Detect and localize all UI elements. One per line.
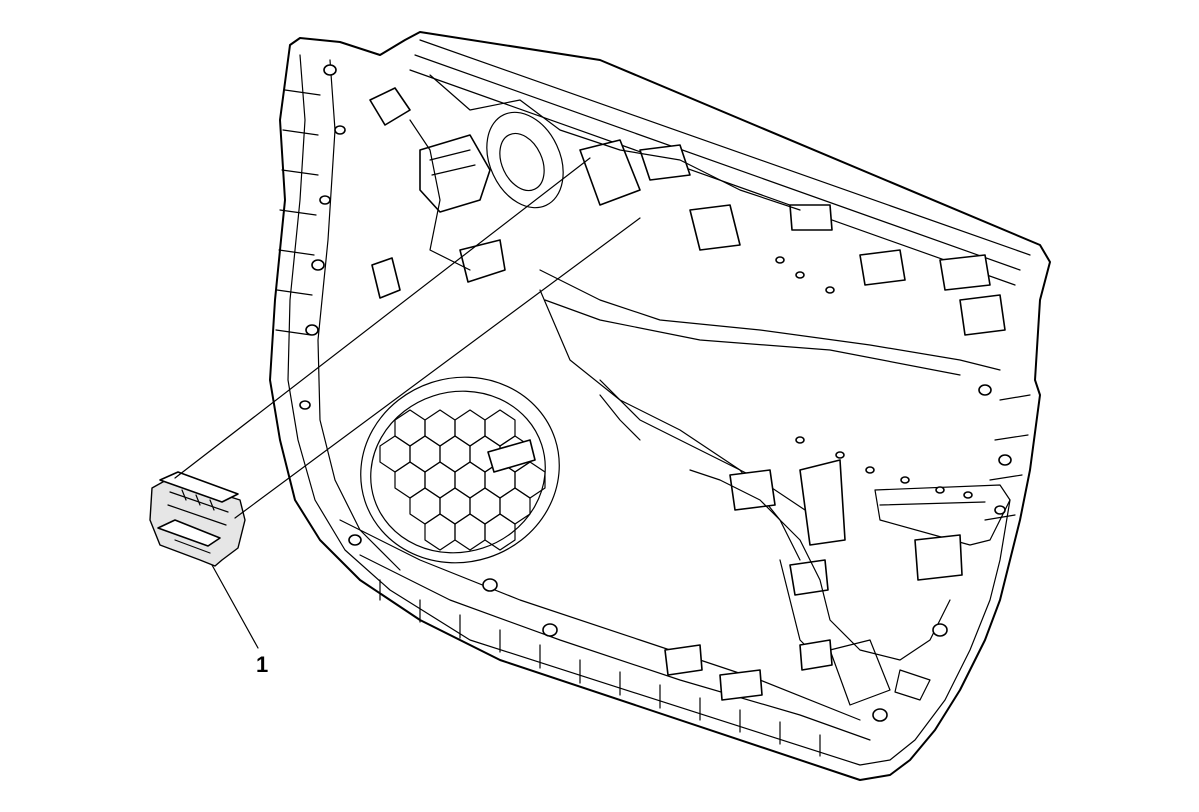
callout-1-leader-line — [211, 564, 259, 649]
window-switch-assembly — [149, 471, 246, 567]
upper-components — [369, 74, 1006, 661]
fastener-studs — [299, 64, 1012, 722]
callout-1-label: 1 — [256, 652, 268, 677]
door-trim-panel — [269, 31, 1051, 781]
callout-1: 1 — [211, 564, 268, 677]
lower-components — [599, 394, 963, 701]
speaker-grille — [360, 376, 560, 564]
exploded-view-lines — [174, 157, 641, 519]
upper-speaker — [486, 111, 564, 209]
